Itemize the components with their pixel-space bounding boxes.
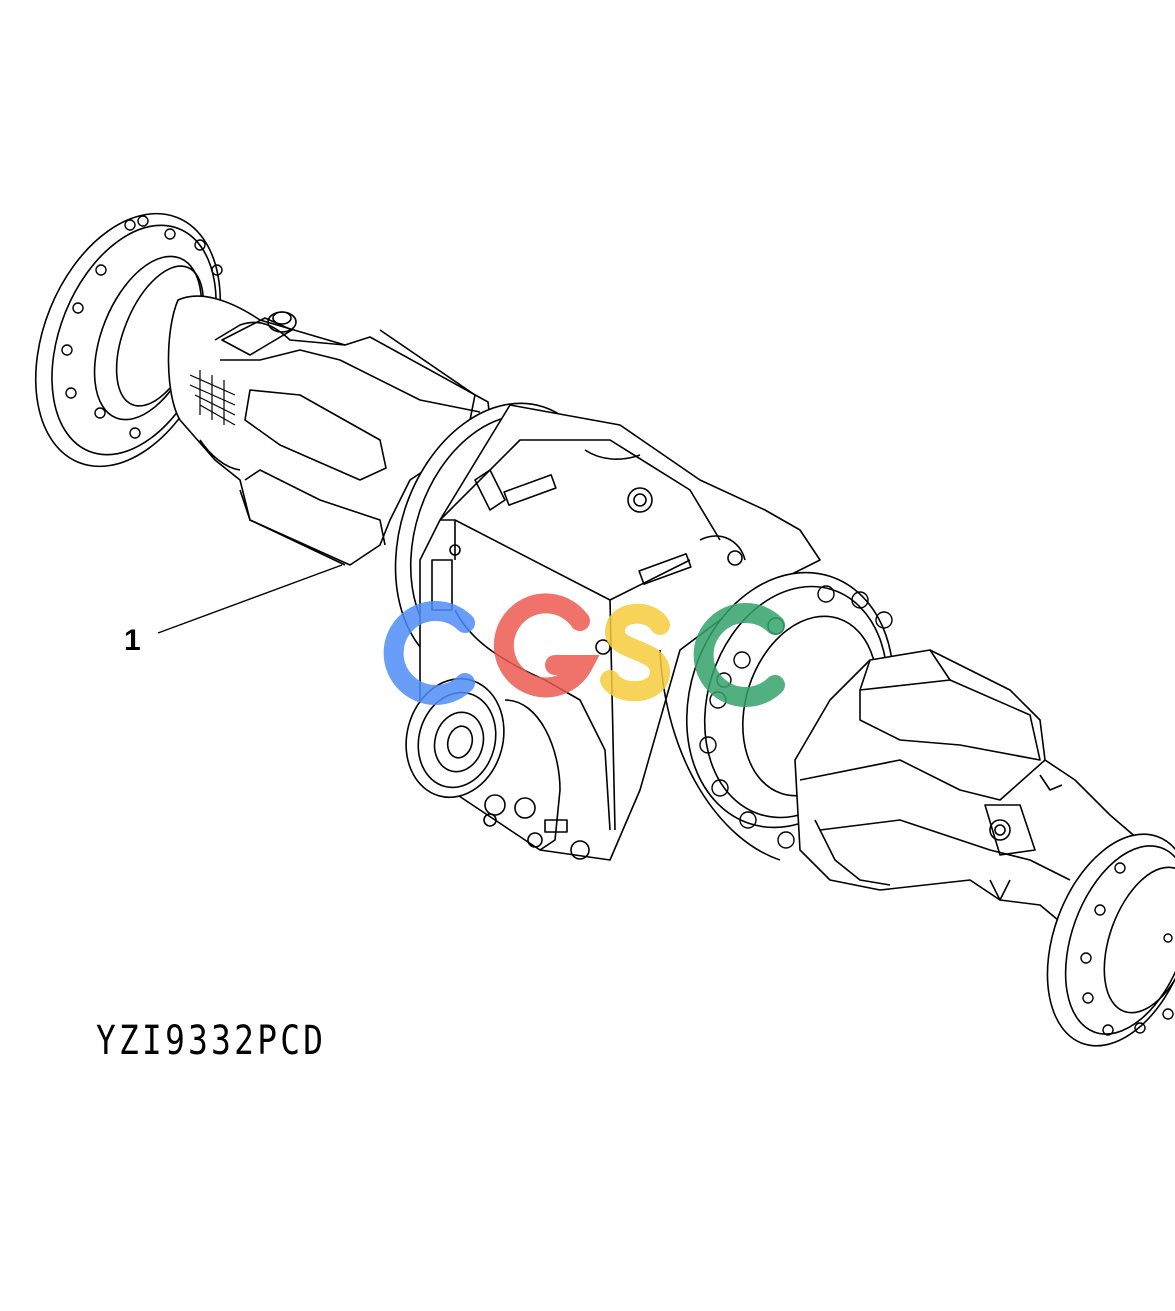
left-axle-housing: [167, 295, 491, 566]
watermark-letter-c-blue: [383, 601, 475, 705]
pinion-input-flange: [405, 677, 590, 860]
callout-number: 1: [124, 624, 141, 657]
drawing-code: YZI9332PCD: [96, 1018, 327, 1064]
watermark-letter-c-green: [693, 603, 785, 707]
right-wheel-flange: [1046, 833, 1175, 1047]
watermark-logo: [383, 593, 785, 707]
watermark-letter-g-red: [493, 593, 600, 698]
callout-leader-line: [157, 564, 343, 634]
watermark-letter-s-yellow: [600, 603, 671, 702]
